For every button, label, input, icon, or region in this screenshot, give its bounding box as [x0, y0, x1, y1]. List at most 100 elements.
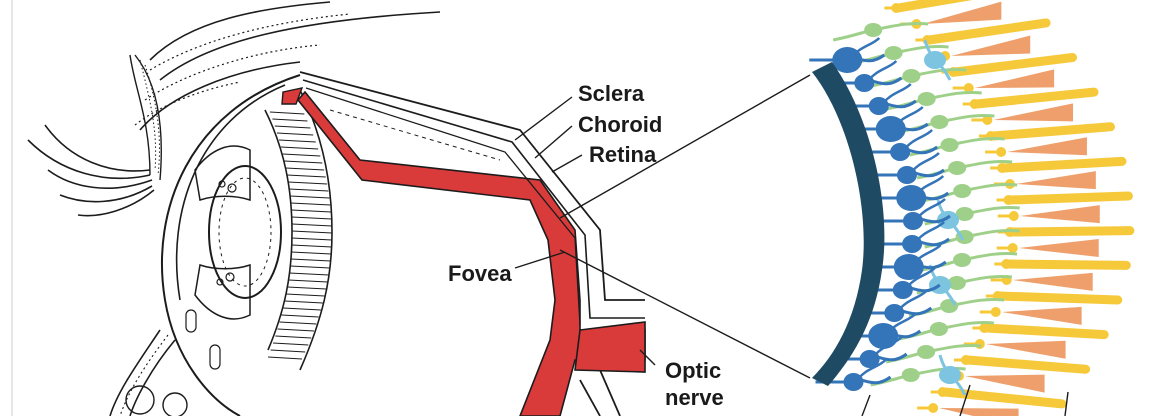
ciliary-hatch-line	[291, 252, 331, 254]
bipolar-cell	[948, 161, 966, 175]
ciliary-hatch-line	[289, 273, 328, 275]
ciliary-hatch-line	[273, 343, 308, 345]
cone-nucleus	[1008, 243, 1018, 253]
rod-cell	[986, 328, 1104, 335]
ciliary-hatch-line	[287, 175, 326, 177]
eye-cross-section: Sclera Choroid Retina Fovea Optic nerve	[12, 0, 810, 416]
amacrine-cell	[929, 276, 951, 294]
amacrine-cell	[939, 366, 961, 384]
rod-cell	[955, 58, 1072, 72]
ciliary-hatch-line	[283, 308, 321, 310]
ganglion-cell	[876, 116, 906, 142]
eyelashes	[28, 125, 154, 216]
bipolar-cell	[902, 368, 920, 382]
ciliary-hatch-line	[290, 196, 330, 198]
cone-cell	[1016, 171, 1096, 189]
ciliary-hatch-line	[291, 203, 331, 205]
ciliary-hatch-line	[285, 301, 323, 303]
optic-nerve-label-line1: Optic	[665, 358, 721, 383]
ciliary-hatch-line	[287, 287, 326, 289]
cone-cell	[986, 341, 1066, 359]
optic-nerve	[575, 322, 645, 372]
ciliary-hatch-line	[291, 210, 331, 212]
ciliary-hatch-line	[284, 161, 322, 163]
rod-cell	[993, 127, 1111, 136]
ciliary-hatch-line	[291, 259, 331, 261]
ganglion-cell	[854, 74, 874, 92]
cone-cell	[1002, 307, 1082, 325]
bipolar-cell	[953, 184, 971, 198]
bipolar-cell	[918, 92, 936, 106]
ciliary-hatch-line	[268, 357, 302, 359]
iris	[186, 146, 250, 369]
lens-inner	[219, 178, 271, 286]
bipolar-cell	[864, 23, 882, 37]
ciliary-hatch-line	[290, 266, 330, 268]
ganglion-cell	[890, 143, 910, 161]
cone-nucleus	[996, 147, 1006, 157]
rod-cell	[1008, 264, 1126, 265]
rod-cell	[945, 392, 1062, 404]
ganglion-cell	[902, 235, 922, 253]
ciliary-hatch-line	[289, 189, 328, 191]
bipolar-cell	[885, 46, 903, 60]
ciliary-hatch-line	[281, 147, 318, 149]
sclera-lower	[580, 370, 620, 416]
ciliary-hatch-line	[286, 294, 325, 296]
ganglion-cell	[893, 281, 913, 299]
cone-cell	[993, 103, 1073, 121]
fovea-label: Fovea	[448, 261, 512, 286]
cone-cell	[1019, 239, 1099, 257]
ciliary-hatch-line	[286, 168, 324, 170]
ciliary-hatch-line	[275, 336, 311, 338]
ganglion-cell	[884, 304, 904, 322]
ganglion-cell	[897, 166, 917, 184]
ciliary-hatch-line	[270, 112, 304, 114]
ciliary-hatch-line	[292, 217, 332, 219]
ciliary-hatch-line	[271, 350, 306, 352]
sclera-label: Sclera	[578, 81, 645, 106]
cone-cell	[965, 375, 1045, 393]
ciliary-hatch-line	[292, 245, 332, 247]
cone-nucleus	[928, 403, 938, 413]
cone-cell	[939, 408, 1018, 416]
optic-nerve-label-line2: nerve	[665, 385, 724, 410]
choroid-leader	[535, 126, 572, 158]
rod-cell	[968, 360, 1086, 369]
ciliary-hatch-line	[283, 154, 321, 156]
bipolar-cell	[940, 299, 958, 313]
ganglion-cell	[896, 185, 926, 211]
ciliary-hatch-line	[281, 315, 318, 317]
ciliary-hatch-line	[292, 231, 332, 233]
retina-cell-detail	[809, 0, 1130, 416]
cone-cell	[1020, 205, 1100, 223]
ciliary-outline	[265, 110, 292, 350]
ganglion-cell	[903, 212, 923, 230]
rod-cell	[977, 92, 1094, 104]
ganglion-cell	[868, 323, 898, 349]
rod-cell	[1012, 231, 1130, 232]
amacrine-cell	[924, 51, 946, 69]
cone-nucleus	[991, 307, 1001, 317]
ciliary-hatch-line	[292, 238, 332, 240]
ciliary-hatch-line	[279, 140, 316, 142]
cone-cell	[1013, 273, 1093, 291]
ciliary-hatch-line	[277, 133, 313, 135]
ciliary-hatch-line	[278, 329, 314, 331]
bipolar-cell	[917, 345, 935, 359]
ciliary-hatch-line	[272, 119, 307, 121]
lower-eyelid	[110, 330, 187, 416]
ciliary-hatch-line	[288, 280, 327, 282]
cone-nucleus	[1009, 211, 1019, 221]
bipolar-cell	[902, 69, 920, 83]
bipolar-cell	[930, 115, 948, 129]
retina-leader	[552, 155, 582, 172]
rod-cell	[1004, 161, 1122, 168]
bipolar-cell	[930, 322, 948, 336]
ganglion-cell	[869, 97, 889, 115]
cone-cell	[1007, 137, 1087, 155]
lens	[209, 166, 281, 298]
rod-cell	[1010, 196, 1128, 200]
